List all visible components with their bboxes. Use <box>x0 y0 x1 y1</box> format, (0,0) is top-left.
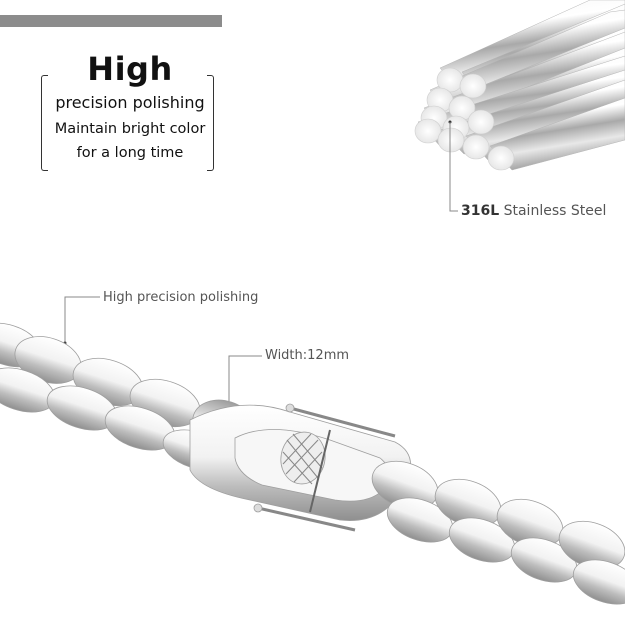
headline-line-1: Maintain bright color <box>54 121 206 137</box>
width-callout: Width:12mm <box>265 348 350 363</box>
cuban-chain <box>0 322 625 605</box>
headline-line-2: for a long time <box>76 145 184 161</box>
headline-frame <box>41 75 214 171</box>
material-callout: 316L Stainless Steel <box>461 203 606 219</box>
material-name: Stainless Steel <box>499 203 607 219</box>
headline-title: High <box>87 50 173 88</box>
headline-subtitle: precision polishing <box>55 93 205 112</box>
box-clasp <box>189 403 412 532</box>
bracket-right <box>207 75 214 171</box>
bracket-left <box>41 75 48 171</box>
accent-bar <box>0 15 222 27</box>
rod-bundle <box>414 0 625 171</box>
material-grade: 316L <box>461 203 500 219</box>
polishing-callout: High precision polishing <box>103 290 259 305</box>
